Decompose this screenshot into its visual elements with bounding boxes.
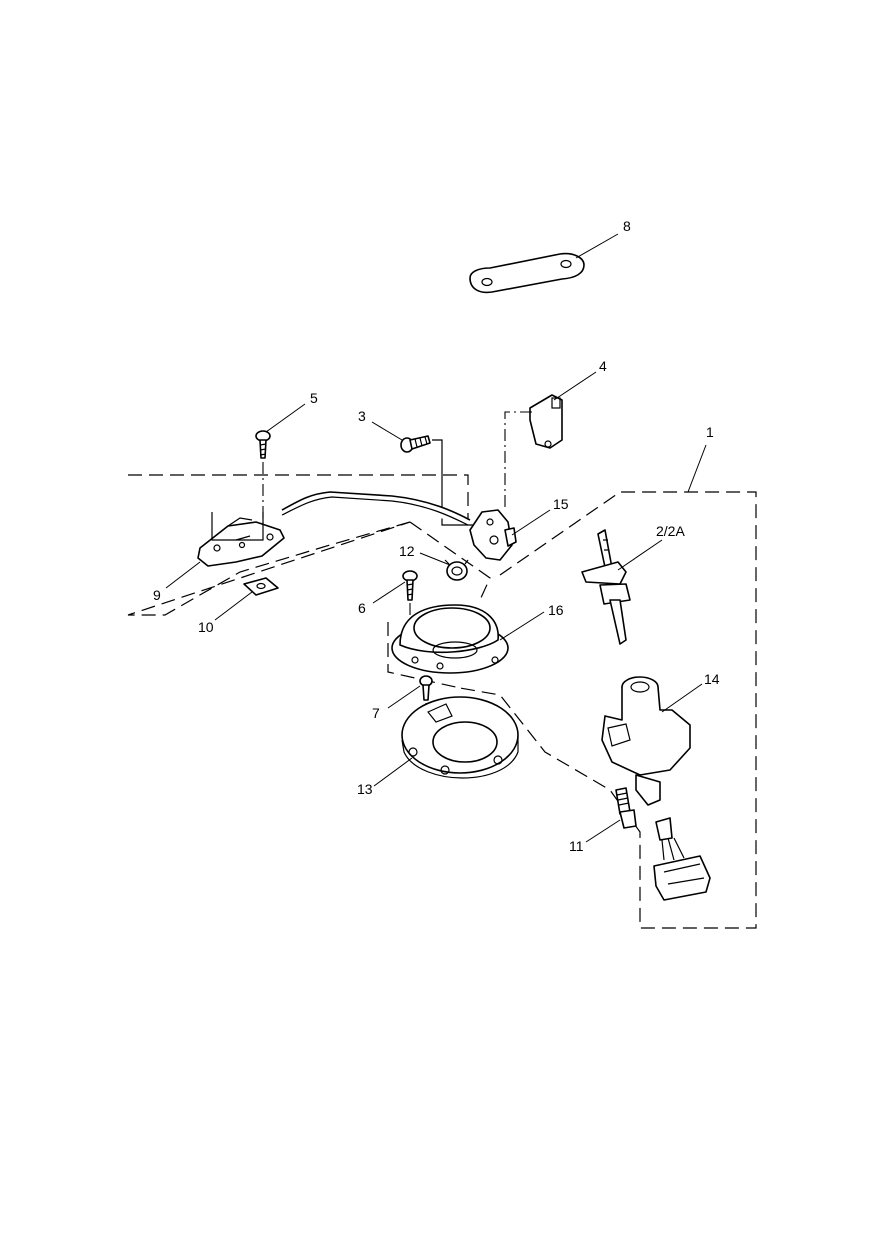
leader-line-13	[373, 757, 413, 787]
leader-line-16	[499, 611, 545, 641]
callout-8: 8	[623, 218, 631, 234]
leader-line-8	[575, 233, 619, 259]
callout-6: 6	[358, 600, 366, 616]
callout-13: 13	[357, 781, 373, 797]
callout-10: 10	[198, 619, 214, 635]
lock-bracket-part	[529, 394, 563, 449]
bracket-plate-part	[469, 252, 585, 294]
part4-dashdot-line	[504, 411, 532, 510]
leader-line-4	[553, 371, 597, 401]
filler-ring-part	[401, 696, 519, 779]
callout-4: 4	[599, 358, 607, 374]
bolt-part-11	[615, 787, 637, 829]
leader-line-3	[371, 421, 403, 441]
callout-16: 16	[548, 602, 564, 618]
callout-12: 12	[399, 543, 415, 559]
leader-line-15	[511, 509, 551, 536]
screw-part-3	[400, 435, 431, 453]
leader-line-12	[419, 552, 451, 566]
seat-lock-body-part	[469, 509, 517, 561]
callout-11: 11	[569, 838, 584, 854]
leader-line-7	[387, 685, 421, 709]
screw-part-7	[419, 675, 433, 701]
release-cable-inner	[281, 496, 469, 526]
callout-1: 1	[706, 424, 714, 440]
callout-3: 3	[358, 408, 366, 424]
screw-part-6	[402, 570, 418, 601]
ignition-keys-part	[581, 529, 631, 645]
leader-line-2	[617, 539, 663, 571]
callout-5: 5	[310, 390, 318, 406]
clip-part-12	[444, 559, 469, 581]
callout-7: 7	[372, 705, 380, 721]
screw-part-5	[255, 430, 271, 459]
seat-lock-mechanism-part	[197, 512, 285, 567]
leader-line-1	[687, 444, 707, 493]
clip-part-10	[243, 577, 279, 596]
part3-guide-line	[432, 439, 480, 526]
ignition-switch-part	[601, 676, 691, 806]
callout-9: 9	[153, 587, 161, 603]
release-cable	[281, 491, 471, 521]
callout-14: 14	[704, 671, 720, 687]
leader-line-14	[661, 683, 703, 713]
leader-line-11	[585, 819, 621, 843]
callout-15: 15	[553, 496, 569, 512]
wiring-connector-part	[653, 817, 711, 901]
leader-line-5	[265, 403, 306, 433]
group-outline-cap-base	[387, 521, 491, 689]
callout-2-2a: 2/2A	[656, 523, 685, 539]
fuel-cap-part	[391, 604, 509, 674]
leader-line-10	[214, 591, 253, 621]
leader-line-9	[165, 561, 201, 589]
group-outline-left	[127, 474, 469, 616]
leader-line-6	[372, 581, 406, 604]
